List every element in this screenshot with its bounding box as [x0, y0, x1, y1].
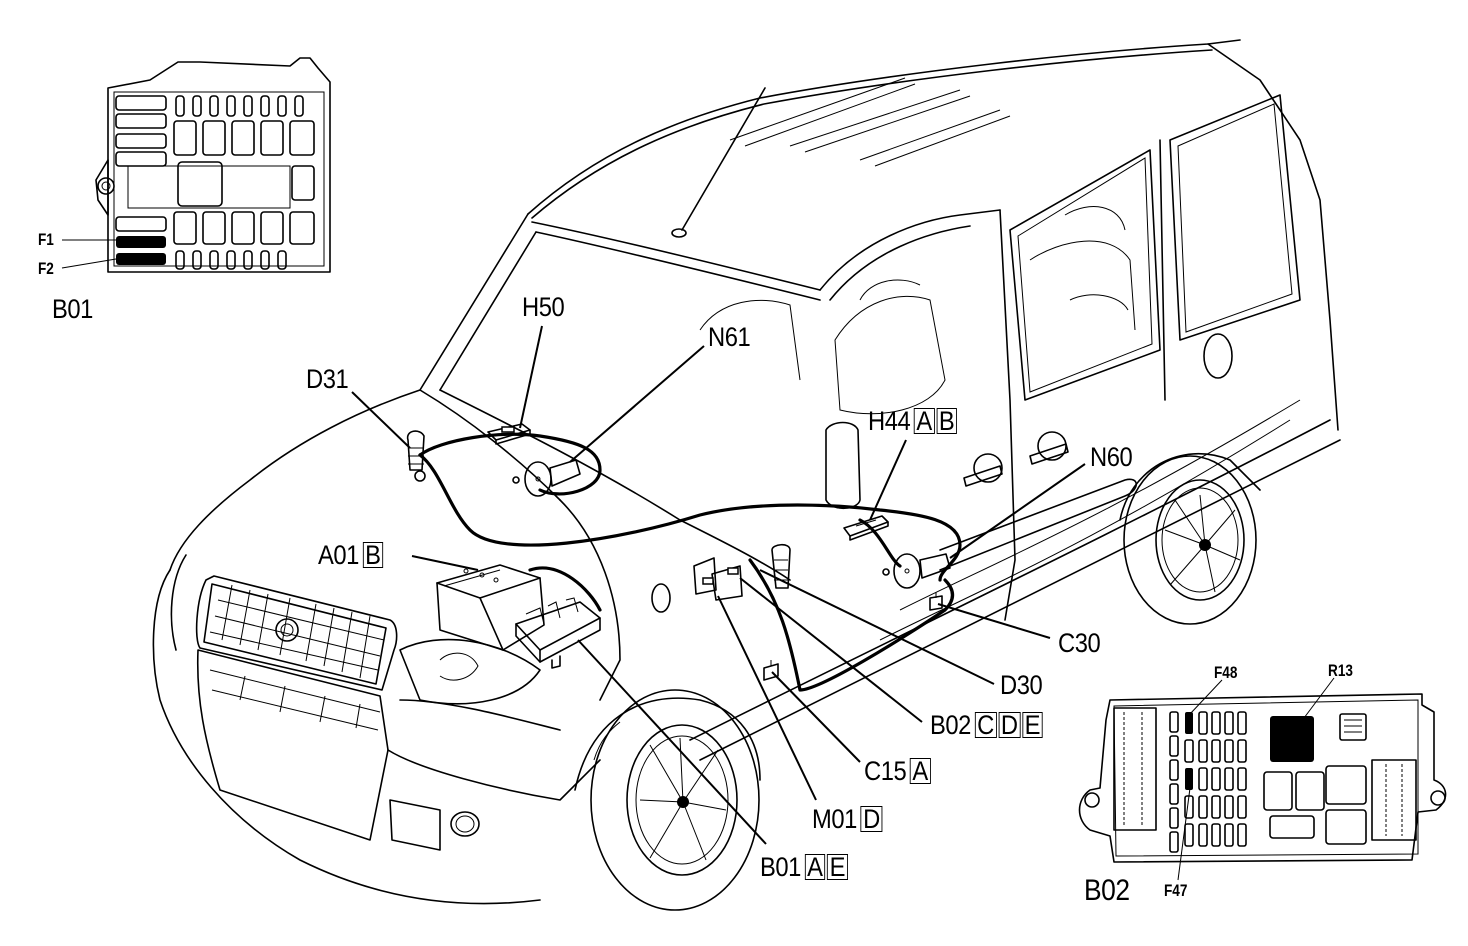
component-n60 — [882, 553, 951, 589]
inset-b02-title: B02 — [1084, 874, 1130, 907]
fuse-label-f47: F47 — [1164, 881, 1188, 900]
variant-box: E — [1022, 712, 1043, 739]
inset-b01-title: B01 — [52, 294, 93, 324]
callout-code: D30 — [1000, 670, 1043, 700]
component-h50 — [487, 423, 531, 445]
fuse-f48 — [1185, 712, 1193, 734]
callout-n60: N60 — [1090, 442, 1133, 472]
variant-box: D — [860, 806, 883, 833]
front-wheel — [574, 689, 761, 911]
component-c30 — [929, 592, 943, 611]
wiring-harness — [418, 432, 962, 692]
fuse-f2 — [116, 253, 166, 265]
vehicle-illustration — [152, 39, 1341, 911]
front-grille — [195, 575, 398, 691]
rear-wheel — [1119, 452, 1261, 625]
callout-code: C30 — [1058, 628, 1101, 658]
callout-code: D31 — [306, 364, 349, 394]
callout-n61: N61 — [708, 322, 751, 352]
component-h44 — [843, 515, 889, 541]
variant-box: C — [974, 712, 997, 739]
b01-fusebox-inset — [61, 57, 331, 273]
callout-code: N61 — [708, 322, 751, 352]
callout-code: B02 — [930, 710, 971, 740]
callout-h50: H50 — [522, 292, 565, 322]
relay-label-r13: R13 — [1328, 661, 1353, 680]
variant-box: B — [936, 408, 957, 435]
components — [406, 423, 951, 681]
component-d31 — [406, 430, 426, 482]
fuse-label-f48: F48 — [1214, 663, 1238, 682]
callout-code: H44 — [868, 406, 911, 436]
callout-code: H50 — [522, 292, 565, 322]
variant-box: D — [998, 712, 1021, 739]
variant-box: A — [913, 408, 935, 435]
callout-code: M01 — [812, 804, 857, 834]
callout-code: N60 — [1090, 442, 1133, 472]
callout-d31: D31 — [306, 364, 349, 394]
callout-code: C15 — [864, 756, 907, 786]
callout-code: B01 — [760, 852, 801, 882]
leader-lines — [351, 325, 1086, 845]
callout-code: A01 — [318, 540, 359, 570]
component-c15 — [763, 660, 779, 681]
callout-c30: C30 — [1058, 628, 1101, 658]
b02-fuse-grid — [1169, 711, 1247, 853]
callout-d30: D30 — [1000, 670, 1043, 700]
b02-bodycomputer-inset — [1078, 677, 1447, 881]
variant-box: A — [804, 854, 826, 881]
component-n61 — [512, 459, 581, 497]
component-b01-fusebox — [515, 597, 601, 669]
fuse-f47 — [1185, 768, 1193, 790]
variant-box: A — [909, 758, 931, 785]
component-b02-connector — [693, 557, 743, 601]
variant-box: E — [826, 854, 848, 881]
fuse-label-f1: F1 — [38, 230, 54, 249]
component-d30 — [771, 543, 791, 589]
component-a01-battery — [436, 564, 545, 651]
fuse-f1 — [116, 236, 166, 248]
fuse-label-f2: F2 — [38, 259, 54, 278]
component-sensor-disc — [651, 583, 671, 613]
variant-box: B — [362, 542, 384, 569]
relay-r13 — [1270, 716, 1314, 762]
